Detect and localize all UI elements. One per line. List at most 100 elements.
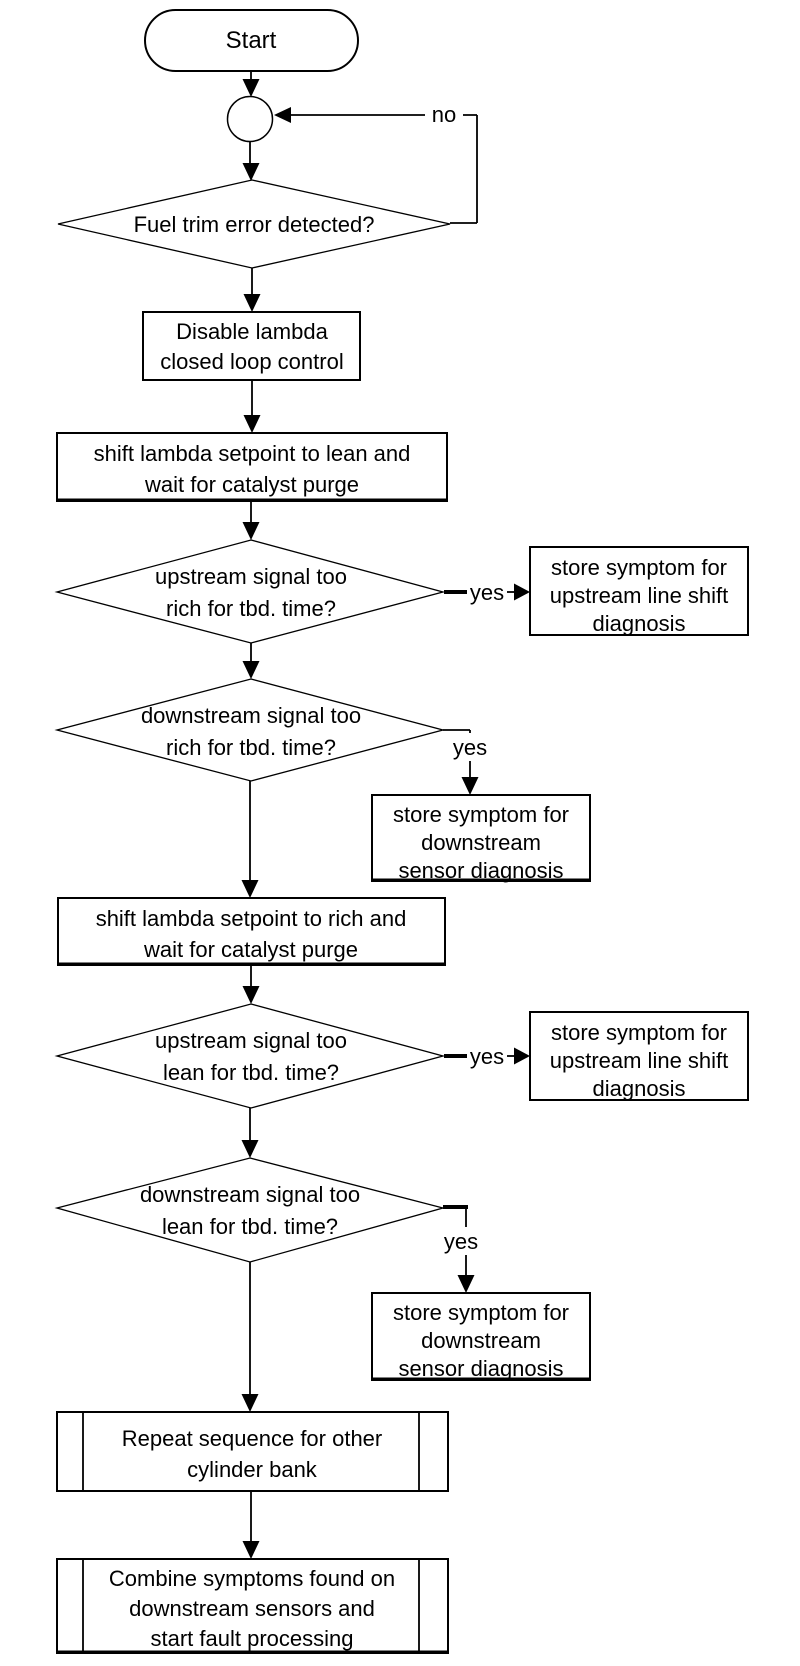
arrowhead-down-icon (461, 777, 479, 795)
edge-no-loop: no (274, 99, 478, 224)
node-label: upstream signal too (155, 1028, 347, 1053)
node-label: closed loop control (160, 349, 343, 374)
edge-label-yes: yes (470, 580, 504, 605)
node-start: Start (144, 9, 359, 72)
node-label: upstream line shift (550, 583, 729, 608)
decision-shape (54, 539, 446, 644)
node-label: downstream (421, 1328, 541, 1353)
decision-shape (54, 1003, 446, 1109)
node-store-upstream-shift-1: store symptom for upstream line shift di… (529, 546, 749, 636)
node-store-downstream-sensor-1: store symptom for downstream sensor diag… (371, 794, 591, 883)
node-label: wait for catalyst purge (143, 937, 358, 962)
edge-upstream-lean-to-downstream-lean (241, 1108, 259, 1158)
arrowhead-down-icon (243, 294, 261, 312)
predefined-process-shape (56, 1558, 449, 1654)
node-label: sensor diagnosis (398, 858, 563, 883)
node-label: Disable lambda (176, 319, 328, 344)
predefined-process-shape (56, 1411, 449, 1492)
arrowhead-down-icon (242, 986, 260, 1004)
node-label: downstream (421, 830, 541, 855)
arrowhead-right-icon (514, 1047, 530, 1065)
node-label: upstream line shift (550, 1048, 729, 1073)
node-label: lean for tbd. time? (162, 1214, 338, 1239)
process-shape (56, 432, 448, 502)
edge-fuel-trim-to-disable (243, 268, 261, 312)
node-decision-fuel-trim: Fuel trim error detected? (57, 179, 451, 269)
node-decision-downstream-lean: downstream signal too lean for tbd. time… (54, 1157, 446, 1263)
node-label: wait for catalyst purge (144, 472, 359, 497)
node-label: diagnosis (593, 1076, 686, 1101)
node-decision-upstream-lean: upstream signal too lean for tbd. time? (54, 1003, 446, 1109)
node-label: Repeat sequence for other (122, 1426, 383, 1451)
arrowhead-down-icon (242, 661, 260, 679)
arrowhead-right-icon (514, 583, 530, 601)
terminator-shape (144, 9, 359, 72)
edge-start-to-junction (242, 71, 260, 97)
edge-downstream-rich-to-shift-rich (241, 781, 259, 898)
decision-shape (54, 1157, 446, 1263)
node-label: Fuel trim error detected? (134, 212, 375, 237)
node-process-shift-lean: shift lambda setpoint to lean and wait f… (56, 432, 448, 502)
node-loop-junction (226, 95, 274, 143)
node-label: store symptom for (393, 1300, 569, 1325)
node-store-downstream-sensor-2: store symptom for downstream sensor diag… (371, 1292, 591, 1381)
edge-shift-lean-to-upstream-rich (242, 501, 260, 540)
arrowhead-down-icon (242, 522, 260, 540)
edge-label-yes: yes (444, 1229, 478, 1254)
edge-label-yes: yes (470, 1044, 504, 1069)
node-label: start fault processing (151, 1626, 354, 1651)
node-label: downstream sensors and (129, 1596, 375, 1621)
arrowhead-down-icon (241, 1394, 259, 1412)
decision-shape (54, 678, 446, 782)
node-label: Combine symptoms found on (109, 1566, 395, 1591)
edge-yes-upstream-lean: yes (444, 1044, 530, 1069)
process-shape (371, 794, 591, 882)
arrowhead-down-icon (242, 1541, 260, 1559)
decision-shape (57, 179, 451, 269)
edge-shift-rich-to-upstream-lean (242, 965, 260, 1004)
node-label: shift lambda setpoint to rich and (96, 906, 407, 931)
node-label: Start (226, 27, 277, 54)
label-mask (425, 99, 463, 130)
label-mask (440, 1227, 484, 1255)
process-shape (529, 546, 749, 636)
arrowhead-down-icon (242, 79, 260, 97)
node-label: upstream signal too (155, 564, 347, 589)
connector-circle-shape (226, 95, 274, 143)
process-shape (371, 1292, 591, 1381)
node-decision-downstream-rich: downstream signal too rich for tbd. time… (54, 678, 446, 782)
arrowhead-down-icon (243, 415, 261, 433)
node-predefined-combine-symptoms: Combine symptoms found on downstream sen… (56, 1558, 449, 1654)
node-label: rich for tbd. time? (166, 735, 336, 760)
label-mask (448, 733, 490, 761)
edge-upstream-rich-to-downstream-rich (242, 643, 260, 679)
arrowhead-down-icon (457, 1275, 475, 1293)
edge-downstream-lean-to-repeat (241, 1262, 259, 1412)
node-label: shift lambda setpoint to lean and (94, 441, 411, 466)
node-label: cylinder bank (187, 1457, 318, 1482)
node-process-disable-lambda: Disable lambda closed loop control (142, 311, 361, 381)
node-label: store symptom for (393, 802, 569, 827)
node-label: downstream signal too (141, 703, 361, 728)
node-label: store symptom for (551, 1020, 727, 1045)
arrowhead-down-icon (242, 163, 260, 181)
arrowhead-down-icon (241, 1140, 259, 1158)
node-label: sensor diagnosis (398, 1356, 563, 1381)
node-label: store symptom for (551, 555, 727, 580)
edge-label-yes: yes (453, 735, 487, 760)
arrowhead-left-icon (274, 107, 291, 123)
node-process-shift-rich: shift lambda setpoint to rich and wait f… (57, 897, 446, 966)
process-shape (142, 311, 361, 381)
process-shape (529, 1011, 749, 1101)
edge-repeat-to-combine (242, 1491, 260, 1559)
edge-junction-to-fuel-trim (242, 142, 260, 181)
edge-yes-upstream-rich: yes (444, 580, 530, 605)
node-label: downstream signal too (140, 1182, 360, 1207)
edge-label-no: no (432, 102, 456, 127)
node-label: rich for tbd. time? (166, 596, 336, 621)
edge-yes-downstream-lean: yes (440, 1205, 484, 1293)
edge-yes-downstream-rich: yes (443, 729, 490, 795)
process-shape (57, 897, 446, 966)
